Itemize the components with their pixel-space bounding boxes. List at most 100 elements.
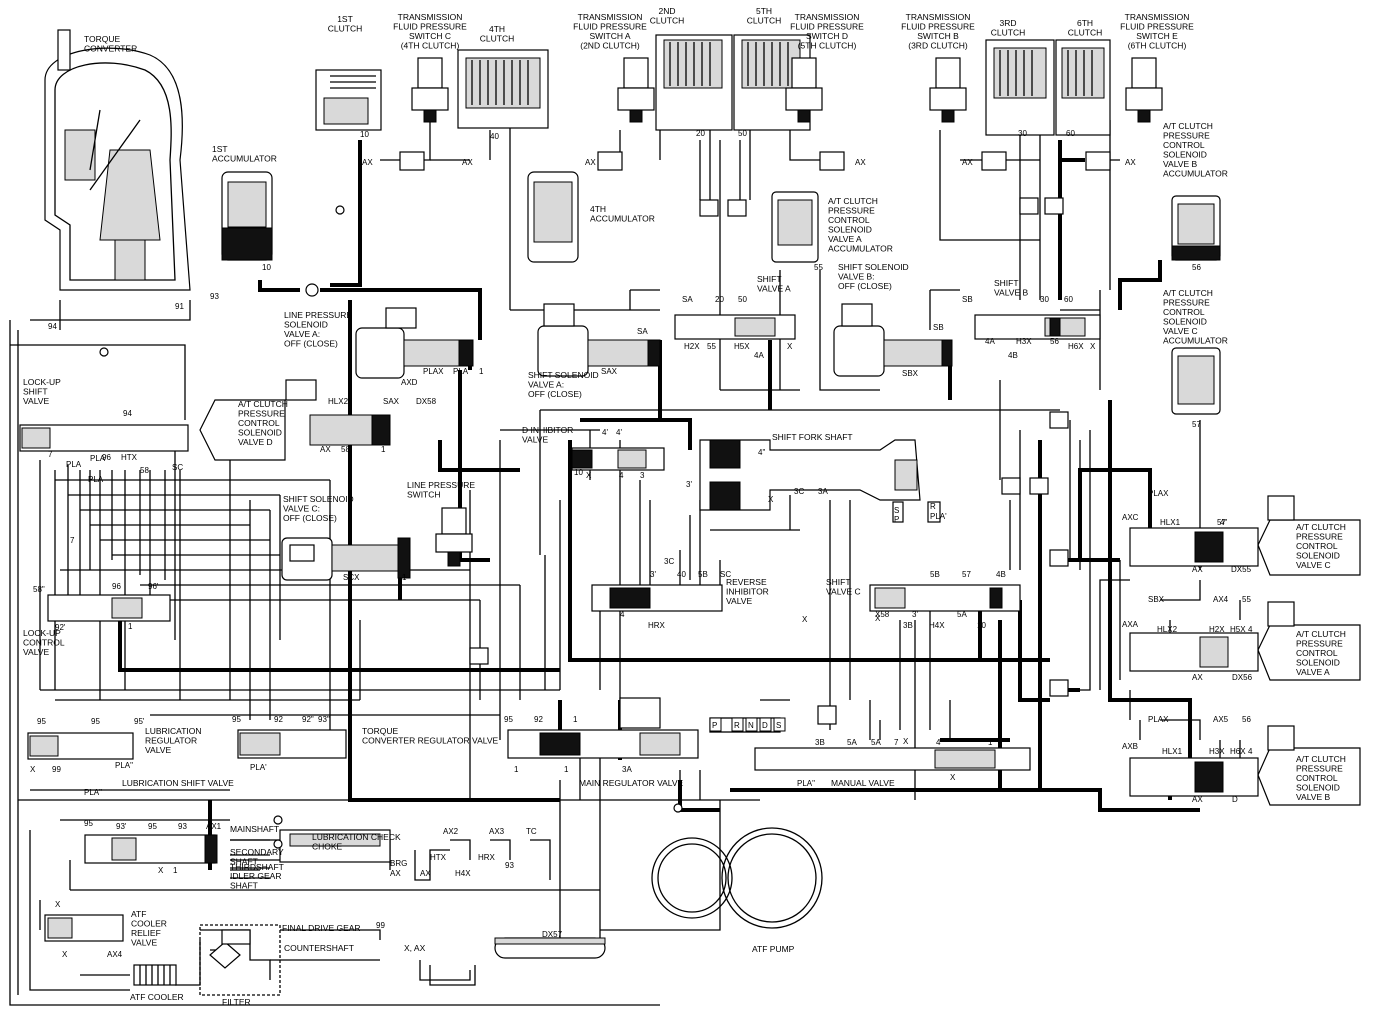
- label-countershaft: COUNTERSHAFT: [284, 943, 354, 953]
- port-label: PLA": [84, 788, 102, 797]
- port-label: DX57: [542, 930, 563, 939]
- port-label: X: [787, 342, 793, 351]
- port-label: H2X: [684, 342, 700, 351]
- port-label: 4: [936, 738, 941, 747]
- port-label: SAX: [601, 367, 618, 376]
- port-label: DX55: [1231, 565, 1252, 574]
- port-label: X: [586, 471, 592, 480]
- port-label: AX: [362, 158, 373, 167]
- port-label: 50: [738, 295, 747, 304]
- port-label: 3': [686, 480, 692, 489]
- port-label: 1: [381, 445, 386, 454]
- selector-position-n: N: [748, 721, 754, 730]
- port-label: AX: [1125, 158, 1136, 167]
- selector-position-box: [759, 717, 772, 732]
- port-label: PLA': [930, 512, 947, 521]
- port-label: AX2: [443, 827, 459, 836]
- port-label: 5A: [871, 738, 881, 747]
- solenoid-atc-c: [1257, 495, 1361, 576]
- port-label: SA: [637, 327, 648, 336]
- port-label: SAX: [383, 397, 400, 406]
- solenoid-shift-b: [833, 303, 953, 377]
- port-label: H3X: [1209, 747, 1225, 756]
- port-label: 58: [341, 445, 350, 454]
- port-label: SBX: [902, 369, 919, 378]
- port-label: BRG: [390, 859, 407, 868]
- port-label: 95: [148, 822, 157, 831]
- selector-position-box: [745, 717, 758, 732]
- port-label: AX: [320, 445, 331, 454]
- label-manual-valve: MANUAL VALVE: [831, 778, 895, 788]
- port-label: 56: [1050, 337, 1059, 346]
- port-label: AXC: [1122, 513, 1139, 522]
- port-label: 10: [574, 468, 583, 477]
- port-label: 60: [1066, 129, 1075, 138]
- port-label: SC: [720, 570, 731, 579]
- port-label: 60: [1064, 295, 1073, 304]
- port-label: 4: [1248, 747, 1253, 756]
- label-lube-shift: LUBRICATION SHIFT VALVE: [122, 778, 234, 788]
- port-label: AX: [462, 158, 473, 167]
- port-label: 40: [490, 132, 499, 141]
- solenoid-line-pressure-a: [355, 307, 474, 379]
- port-label: HLX2: [328, 397, 349, 406]
- port-label: AX: [1192, 673, 1203, 682]
- port-label: 58": [33, 585, 45, 594]
- port-label: 5B: [698, 570, 708, 579]
- port-label: AX4: [1213, 595, 1229, 604]
- port-label: 3A: [622, 765, 632, 774]
- port-label: AXB: [1122, 742, 1138, 751]
- label-main-regulator: MAIN REGULATOR VALVE: [579, 778, 684, 788]
- port-label: 20: [715, 295, 724, 304]
- port-label: HTX: [121, 453, 138, 462]
- port-label: 92: [534, 715, 543, 724]
- label-final-drive: FINAL DRIVE GEAR: [282, 923, 361, 933]
- filter-icon: [199, 924, 281, 996]
- pressure-switch-d: [785, 57, 823, 123]
- port-label: X: [875, 614, 881, 623]
- port-label: 4": [758, 448, 765, 457]
- port-label: HLX1: [1162, 747, 1183, 756]
- port-label: 3C: [664, 557, 674, 566]
- port-label: 93": [318, 715, 330, 724]
- port-label: X: [158, 866, 164, 875]
- selector-position-box: [773, 717, 786, 732]
- port-label: AX: [390, 869, 401, 878]
- port-label: 95': [134, 717, 145, 726]
- port-label: HTX: [430, 853, 447, 862]
- port-label: SB: [962, 295, 973, 304]
- line-pressure-switch-icon: [435, 507, 473, 567]
- port-label: AX3: [489, 827, 505, 836]
- selector-position-box: [709, 717, 722, 732]
- label-atf-cooler: ATF COOLER: [130, 992, 184, 1002]
- solenoid-shift-c: [281, 537, 411, 581]
- label-x-ax: X, AX: [404, 943, 426, 953]
- port-label: 3: [640, 471, 645, 480]
- port-label: 95: [84, 819, 93, 828]
- port-label: PLA: [88, 475, 104, 484]
- port-label: PLA': [250, 763, 267, 772]
- port-label: H4X: [455, 869, 471, 878]
- port-label: 1: [988, 738, 993, 747]
- port-label: SC: [172, 463, 183, 472]
- port-label: 3': [912, 610, 918, 619]
- port-label: DX56: [1232, 673, 1253, 682]
- atf-pump-icon: [651, 827, 823, 929]
- port-label: 96: [112, 582, 121, 591]
- port-label: 4A: [985, 337, 995, 346]
- port-label: 56: [1242, 715, 1251, 724]
- port-label: AX: [420, 869, 431, 878]
